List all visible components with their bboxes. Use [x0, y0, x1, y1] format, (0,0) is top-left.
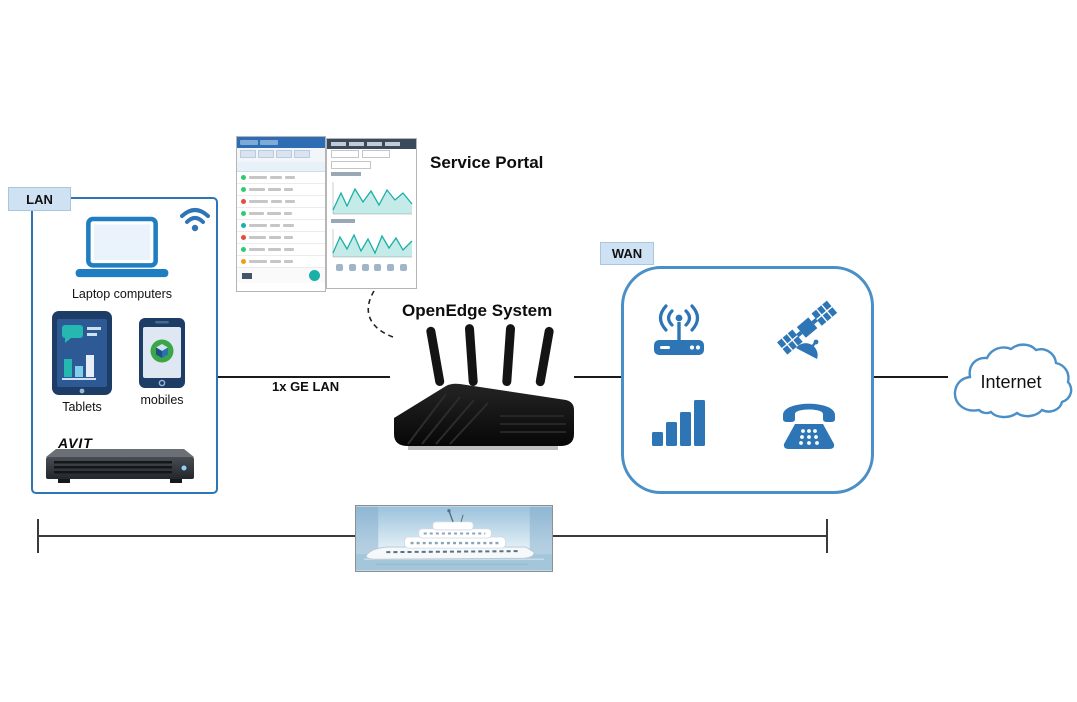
portal2-toolbar: [327, 261, 416, 273]
ge-lan-link-label: 1x GE LAN: [272, 379, 340, 394]
tablet-icon: [52, 311, 112, 395]
portal1-column-header: [237, 162, 325, 172]
openedge-system-label: OpenEdge System: [402, 301, 553, 320]
yacht-image: [355, 505, 553, 572]
portal2-header: [327, 139, 416, 149]
signal-bars-icon: [652, 400, 705, 446]
tablets-label: Tablets: [62, 400, 102, 414]
laptop-label: Laptop computers: [71, 287, 173, 301]
portal2-chart-1: [327, 180, 414, 218]
laptop-icon: [75, 216, 169, 278]
portal1-tabs: [237, 148, 325, 162]
wifi-icon: [180, 208, 210, 232]
lan-zone-label: LAN: [8, 187, 71, 211]
avit-label: AVIT: [58, 435, 93, 451]
mobiles-label: mobiles: [140, 393, 184, 407]
openedge-router-image: [394, 324, 574, 450]
wan-zone-box: [621, 266, 874, 494]
wan-zone-label-text: WAN: [611, 246, 643, 261]
wireless-router-icon: [654, 304, 704, 355]
service-portal-screenshot-2: [326, 138, 417, 289]
service-portal-label: Service Portal: [430, 153, 544, 172]
telephone-icon: [783, 403, 835, 449]
portal1-footer: [237, 268, 325, 283]
service-portal-screenshot-1: [236, 136, 326, 292]
mobile-icon: [139, 318, 185, 388]
internet-label: Internet: [980, 372, 1042, 392]
lan-zone-label-text: LAN: [26, 191, 53, 207]
portal1-header: [237, 137, 325, 148]
avit-server-icon: [46, 449, 194, 483]
wan-zone-label: WAN: [600, 242, 654, 265]
portal2-chart-2: [332, 229, 413, 258]
satellite-icon: [777, 300, 838, 359]
internet-cloud-icon: [953, 343, 1073, 419]
